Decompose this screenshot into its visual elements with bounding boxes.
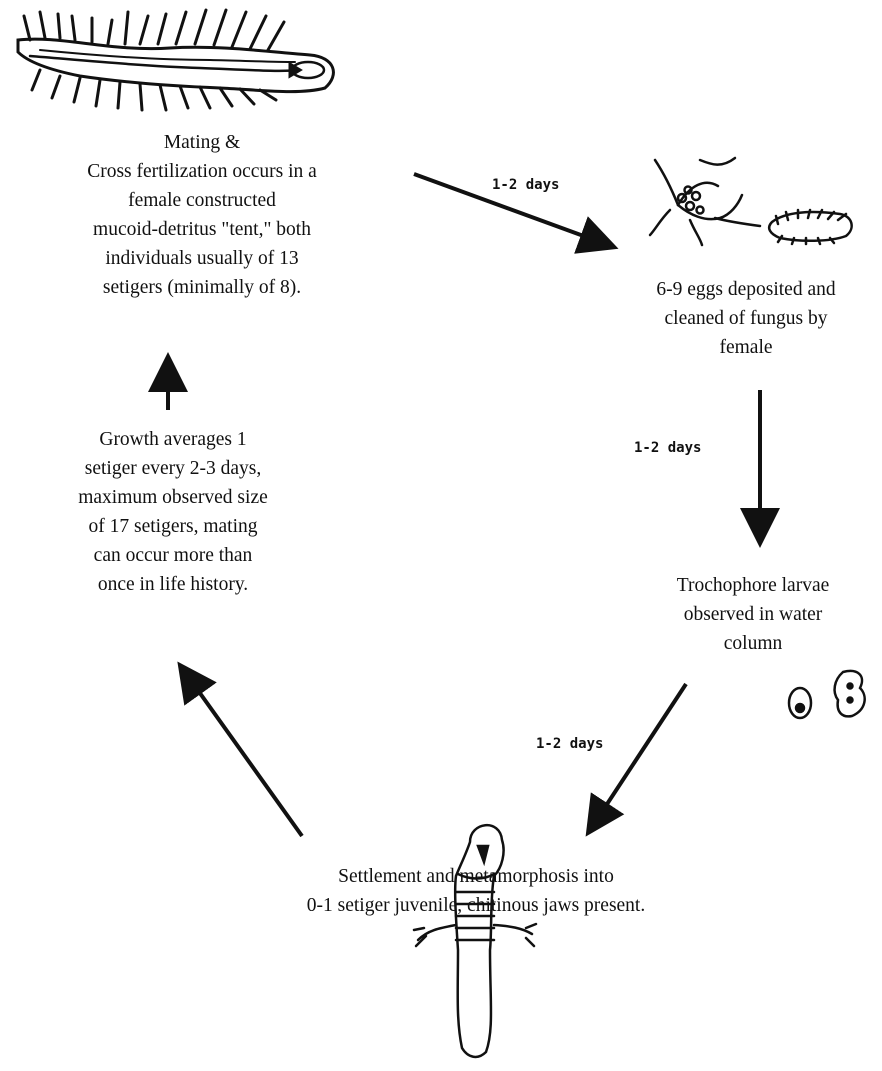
growth-line: can occur more than bbox=[28, 541, 318, 570]
mating-line: female constructed bbox=[36, 186, 368, 215]
larvae-line: observed in water bbox=[650, 600, 856, 629]
eggs-line: female bbox=[618, 333, 874, 362]
mating-stage-text: Mating & Cross fertilization occurs in a… bbox=[36, 128, 368, 302]
egg-tent-illustration bbox=[650, 158, 852, 245]
duration-eggs-to-larvae: 1-2 days bbox=[634, 440, 701, 456]
arrow-settlement-to-growth bbox=[182, 668, 302, 836]
duration-larvae-to-settlement: 1-2 days bbox=[536, 736, 603, 752]
eggs-line: 6-9 eggs deposited and bbox=[618, 275, 874, 304]
settlement-line: Settlement and metamorphosis into bbox=[226, 862, 726, 891]
larvae-stage-text: Trochophore larvae observed in water col… bbox=[650, 571, 856, 658]
mating-line: Mating & bbox=[36, 128, 368, 157]
mating-line: individuals usually of 13 bbox=[36, 244, 368, 273]
adult-worm-illustration bbox=[18, 10, 333, 110]
settlement-line: 0-1 setiger juvenile, chitinous jaws pre… bbox=[226, 891, 726, 920]
larvae-line: column bbox=[650, 629, 856, 658]
arrow-larvae-to-settlement bbox=[590, 684, 686, 830]
duration-mating-to-eggs: 1-2 days bbox=[492, 177, 559, 193]
mating-line: Cross fertilization occurs in a bbox=[36, 157, 368, 186]
growth-line: of 17 setigers, mating bbox=[28, 512, 318, 541]
mating-line: setigers (minimally of 8). bbox=[36, 273, 368, 302]
growth-line: maximum observed size bbox=[28, 483, 318, 512]
trochophore-larvae-illustration bbox=[789, 671, 865, 718]
larvae-line: Trochophore larvae bbox=[650, 571, 856, 600]
eggs-line: cleaned of fungus by bbox=[618, 304, 874, 333]
eggs-stage-text: 6-9 eggs deposited and cleaned of fungus… bbox=[618, 275, 874, 362]
growth-line: once in life history. bbox=[28, 570, 318, 599]
growth-line: setiger every 2-3 days, bbox=[28, 454, 318, 483]
mating-line: mucoid-detritus "tent," both bbox=[36, 215, 368, 244]
growth-stage-text: Growth averages 1 setiger every 2-3 days… bbox=[28, 425, 318, 599]
settlement-stage-text: Settlement and metamorphosis into 0-1 se… bbox=[226, 862, 726, 920]
growth-line: Growth averages 1 bbox=[28, 425, 318, 454]
juvenile-illustration bbox=[414, 825, 536, 1057]
